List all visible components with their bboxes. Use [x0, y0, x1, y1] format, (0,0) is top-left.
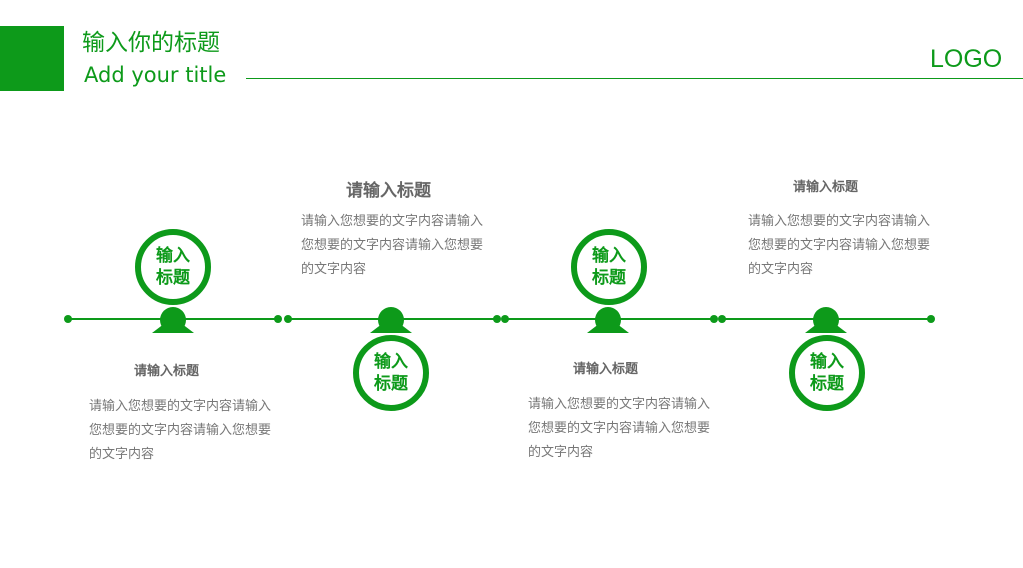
step-4-heading: 请输入标题 [793, 180, 859, 195]
timeline-dot [927, 315, 935, 323]
timeline-dot [284, 315, 292, 323]
step-2-heading: 请输入标题 [346, 181, 431, 201]
step-3-badge: 输入标题 [571, 229, 647, 305]
timeline-dot [274, 315, 282, 323]
step-1-description: 请输入您想要的文字内容请输入您想要的文字内容请输入您想要的文字内容 [89, 399, 272, 462]
logo: LOGO [930, 45, 1003, 73]
step-1-heading: 请输入标题 [134, 364, 200, 379]
page-subtitle: Add your title [84, 63, 227, 87]
step-2-description: 请输入您想要的文字内容请输入您想要的文字内容请输入您想要的文字内容 [301, 214, 484, 277]
step-1-badge: 输入标题 [135, 229, 211, 305]
header-divider [246, 78, 1023, 79]
step-3-heading: 请输入标题 [573, 362, 639, 377]
step-3-description: 请输入您想要的文字内容请输入您想要的文字内容请输入您想要的文字内容 [528, 397, 711, 460]
timeline-dot [493, 315, 501, 323]
timeline-dot [64, 315, 72, 323]
step-4-description: 请输入您想要的文字内容请输入您想要的文字内容请输入您想要的文字内容 [748, 214, 931, 277]
step-4-badge: 输入标题 [789, 335, 865, 411]
timeline-dot [710, 315, 718, 323]
timeline-dot [718, 315, 726, 323]
timeline-dot [501, 315, 509, 323]
step-2-badge: 输入标题 [353, 335, 429, 411]
page-title: 输入你的标题 [82, 30, 220, 56]
header-accent-block [0, 26, 64, 91]
